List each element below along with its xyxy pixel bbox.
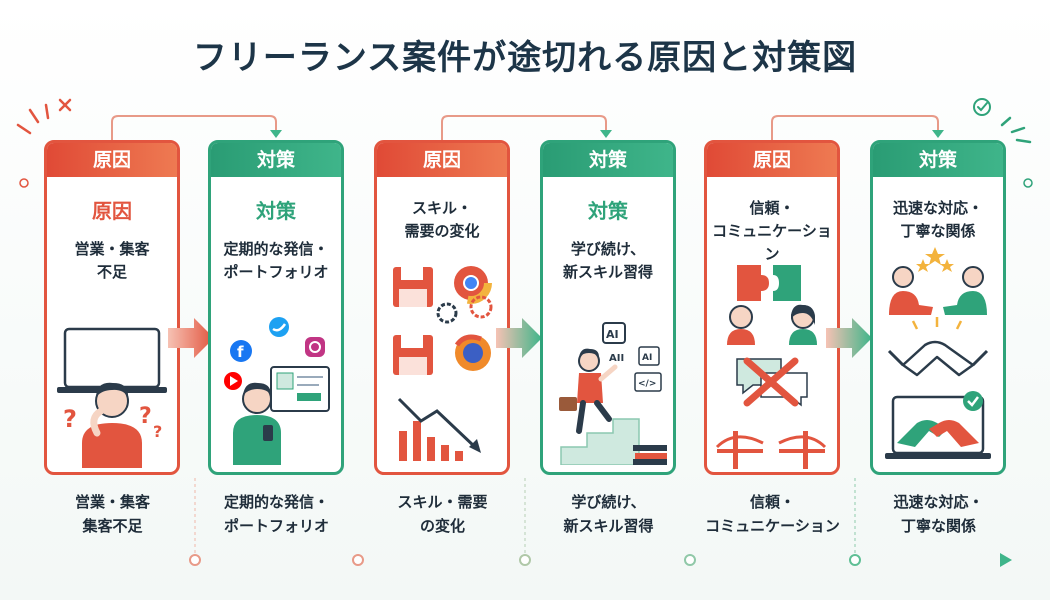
svg-text:?: ? bbox=[139, 404, 152, 429]
broken-trust-icon bbox=[715, 265, 827, 469]
fix-card-1: 対策 対策 定期的な発信・ ポートフォリオ f bbox=[208, 140, 344, 475]
svg-text:f: f bbox=[237, 343, 244, 361]
climbing-stairs-person-icon: AI AII AI </> bbox=[559, 322, 667, 465]
thinking-person-icon: ? ? ? bbox=[57, 327, 167, 468]
connector-2 bbox=[441, 115, 607, 141]
obsolete-tech-icon bbox=[393, 262, 493, 461]
card-subtitle: 対策 bbox=[256, 199, 296, 223]
card-subtitle: 対策 bbox=[588, 199, 628, 223]
ai-label-text: AII bbox=[609, 353, 624, 364]
caption-4: 学び続け、 新スキル習得 bbox=[563, 493, 654, 535]
caption-1: 営業・集客 集客不足 bbox=[74, 493, 150, 535]
code-label: </> bbox=[638, 379, 656, 389]
card-description: 迅速な対応・ 丁寧な関係 bbox=[892, 199, 983, 240]
ai-small-label: AI bbox=[642, 353, 652, 363]
card-description: スキル・ 需要の変化 bbox=[404, 199, 480, 240]
card-description: 営業・集客 不足 bbox=[74, 240, 150, 281]
caption-2: 定期的な発信・ ポートフォリオ bbox=[223, 493, 329, 535]
cause-card-2: 原因 スキル・ 需要の変化 bbox=[374, 140, 510, 475]
ai-chip-label: AI bbox=[606, 328, 619, 341]
card-header: 原因 bbox=[707, 143, 837, 177]
card-header: 原因 bbox=[47, 143, 177, 177]
svg-text:?: ? bbox=[153, 422, 162, 441]
cause-card-3: 原因 信頼・ コミュニケーション bbox=[704, 140, 840, 475]
card-header: 対策 bbox=[543, 143, 673, 177]
connector-3 bbox=[771, 115, 939, 141]
card-description: 学び続け、 新スキル習得 bbox=[562, 240, 653, 281]
card-description: 信頼・ コミュニケーション bbox=[712, 199, 832, 263]
card-subtitle: 原因 bbox=[92, 199, 132, 223]
fix-card-2: 対策 対策 学び続け、 新スキル習得 AI AII AI </> bbox=[540, 140, 676, 475]
page-title: フリーランス案件が途切れる原因と対策図 bbox=[192, 38, 858, 78]
card-header: 対策 bbox=[211, 143, 341, 177]
card-description: 定期的な発信・ ポートフォリオ bbox=[223, 240, 329, 281]
caption-6: 迅速な対応・ 丁寧な関係 bbox=[893, 493, 984, 535]
social-media-person-icon: f bbox=[224, 317, 330, 465]
cause-card-1: 原因 原因 営業・集客 不足 ? ? ? bbox=[44, 140, 180, 475]
timeline bbox=[45, 478, 1012, 567]
card-header: 原因 bbox=[377, 143, 507, 177]
arrow-right-icon bbox=[826, 318, 872, 358]
arrow-right-icon bbox=[496, 318, 542, 358]
handshake-icon bbox=[885, 247, 991, 459]
sparkle-left-icon bbox=[16, 98, 72, 188]
sparkle-right-icon bbox=[973, 98, 1033, 188]
caption-5: 信頼・ コミュニケーション bbox=[705, 493, 840, 535]
connector-1 bbox=[111, 115, 277, 141]
caption-3: スキル・需要 の変化 bbox=[397, 493, 488, 535]
svg-text:?: ? bbox=[63, 405, 77, 433]
arrow-right-icon bbox=[168, 318, 214, 358]
fix-card-3: 対策 迅速な対応・ 丁寧な関係 bbox=[870, 140, 1006, 475]
card-header: 対策 bbox=[873, 143, 1003, 177]
